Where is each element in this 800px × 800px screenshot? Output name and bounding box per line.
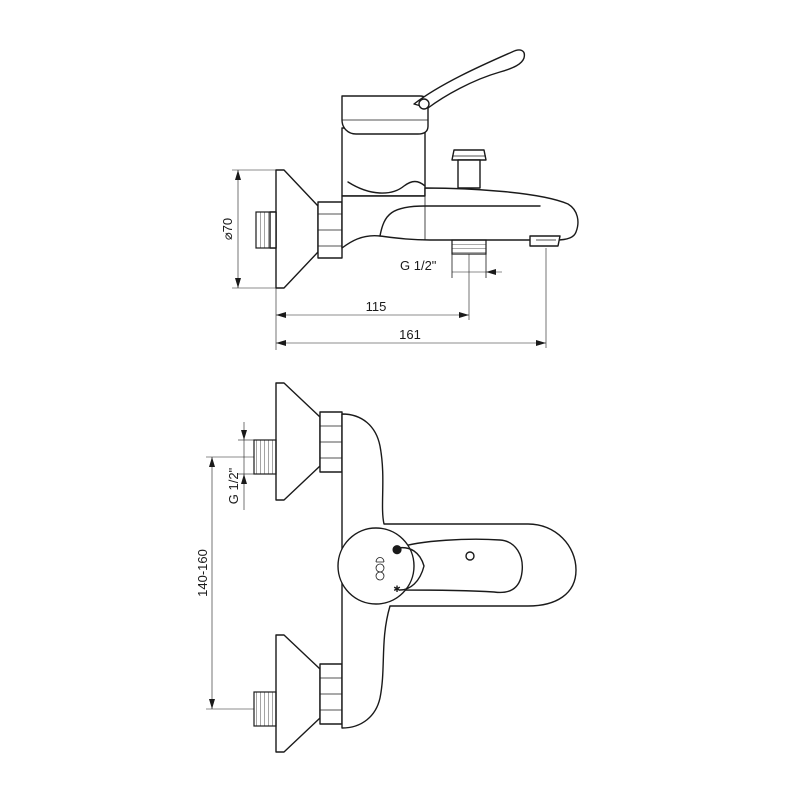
dim-inlet-spacing-label: 140-160: [195, 549, 210, 597]
dim-flange-diameter: ⌀70: [220, 169, 276, 289]
brand-logo-icon: [375, 557, 385, 581]
dim-depth-115-label: 115: [366, 299, 387, 314]
dim-depth-161: 161: [276, 248, 547, 348]
lever-handle-front: [397, 538, 523, 594]
diverter-knob: [451, 149, 487, 161]
dim-flange-diameter-label: ⌀70: [220, 218, 235, 240]
dim-depth-161-label: 161: [399, 327, 421, 342]
dim-outlet-thread: G 1/2": [400, 258, 502, 275]
upper-inlet-thread: [253, 439, 277, 475]
dim-depth-115: 115: [275, 254, 470, 350]
dim-inlet-thread-label: G 1/2": [226, 467, 241, 504]
lower-wall-flange: [275, 634, 321, 753]
cartridge-cap-front: [337, 527, 415, 605]
lower-inlet-thread: [253, 691, 277, 727]
outlet-thread-side: [451, 239, 487, 255]
wall-flange: [275, 169, 319, 289]
cold-indicator-icon: ✱: [393, 585, 401, 595]
spout-side: [341, 187, 579, 249]
dim-inlet-spacing: 140-160: [195, 456, 254, 710]
hot-indicator-icon: ⬤: [392, 545, 402, 555]
upper-wall-flange: [275, 382, 321, 501]
aerator-tip: [529, 235, 561, 247]
dim-outlet-thread-label: G 1/2": [400, 258, 437, 273]
lever-handle-side: [413, 49, 526, 109]
dim-inlet-thread: G 1/2": [226, 422, 254, 510]
front-view: ⬤ ✱ G 1/2" 140-160: [195, 382, 577, 753]
cartridge-head-side: [341, 95, 429, 135]
side-view: ⌀70 G 1/2" 115 161: [220, 49, 579, 350]
